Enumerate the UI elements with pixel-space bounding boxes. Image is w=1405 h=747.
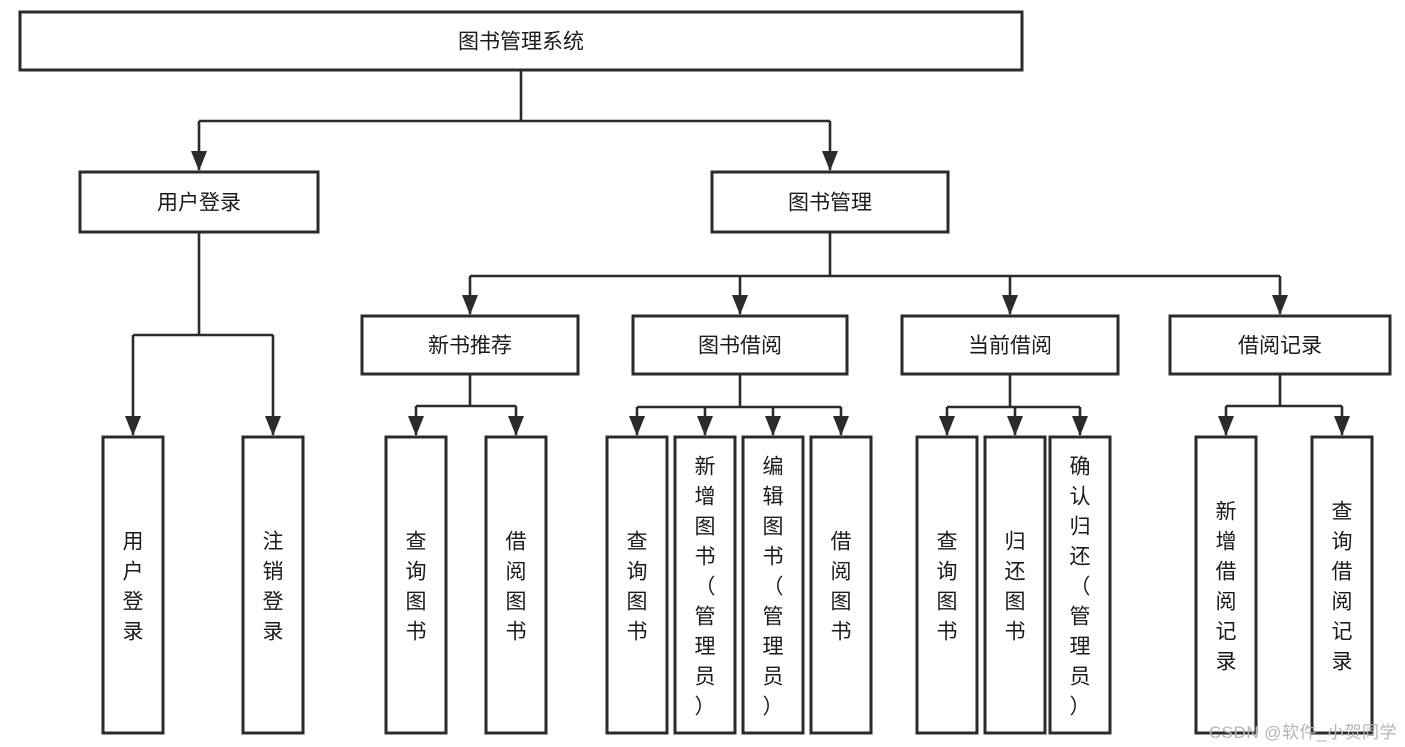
node-root[interactable]: 图书管理系统	[18, 10, 1024, 72]
node-box	[1194, 435, 1258, 735]
node-label: 查询图书	[937, 530, 958, 643]
node-box	[1168, 314, 1392, 376]
node-box	[101, 435, 165, 735]
node-label: 查询借阅记录	[1332, 500, 1353, 673]
node-box	[915, 435, 979, 735]
node-label: 查询图书	[406, 530, 427, 643]
node-leaf-add-book[interactable]: 新增图书（管理员）	[673, 435, 737, 735]
node-box	[673, 435, 737, 735]
node-label: 当前借阅	[968, 335, 1052, 358]
node-label: 新增借阅记录	[1216, 500, 1237, 673]
node-label: 用户登录	[157, 192, 241, 215]
node-box	[1048, 435, 1112, 735]
node-box	[78, 170, 320, 234]
node-box	[384, 435, 448, 735]
node-leaf-query-book-1[interactable]: 查询图书	[384, 435, 448, 735]
node-box	[741, 435, 805, 735]
nodes-layer: 图书管理系统用户登录图书管理新书推荐图书借阅当前借阅借阅记录用户登录注销登录查询…	[18, 10, 1392, 735]
node-box	[1310, 435, 1374, 735]
node-label: 确认归还（管理员）	[1070, 455, 1091, 718]
node-borrow-record[interactable]: 借阅记录	[1168, 314, 1392, 376]
node-current-borrow[interactable]: 当前借阅	[900, 314, 1120, 376]
node-label: 查询图书	[627, 530, 648, 643]
node-box	[605, 435, 669, 735]
node-box	[484, 435, 548, 735]
node-label: 用户登录	[123, 530, 144, 643]
node-box	[710, 170, 950, 234]
node-label: 编辑图书（管理员）	[763, 455, 784, 718]
node-label: 借阅图书	[831, 530, 852, 643]
node-box	[241, 435, 305, 735]
node-leaf-return-book[interactable]: 归还图书	[983, 435, 1047, 735]
node-box	[809, 435, 873, 735]
edges-layer	[125, 70, 1350, 436]
node-box	[18, 10, 1024, 72]
node-box	[631, 314, 849, 376]
node-label: 图书管理	[788, 192, 872, 215]
node-leaf-logout[interactable]: 注销登录	[241, 435, 305, 735]
node-leaf-user-login[interactable]: 用户登录	[101, 435, 165, 735]
node-leaf-borrow-book-2[interactable]: 借阅图书	[809, 435, 873, 735]
node-leaf-borrow-book-1[interactable]: 借阅图书	[484, 435, 548, 735]
node-label: 注销登录	[263, 530, 284, 643]
node-leaf-query-book-3[interactable]: 查询图书	[915, 435, 979, 735]
node-label: 图书管理系统	[458, 31, 584, 54]
node-leaf-confirm-return[interactable]: 确认归还（管理员）	[1048, 435, 1112, 735]
node-box	[900, 314, 1120, 376]
node-leaf-query-record[interactable]: 查询借阅记录	[1310, 435, 1374, 735]
node-box	[360, 314, 580, 376]
node-new-book-rec[interactable]: 新书推荐	[360, 314, 580, 376]
node-label: 归还图书	[1005, 530, 1026, 643]
node-book-borrow[interactable]: 图书借阅	[631, 314, 849, 376]
node-leaf-edit-book[interactable]: 编辑图书（管理员）	[741, 435, 805, 735]
node-box	[983, 435, 1047, 735]
node-label: 借阅图书	[506, 530, 527, 643]
node-user-login[interactable]: 用户登录	[78, 170, 320, 234]
node-book-manage[interactable]: 图书管理	[710, 170, 950, 234]
node-label: 图书借阅	[698, 335, 782, 358]
node-label: 借阅记录	[1238, 335, 1322, 358]
node-leaf-query-book-2[interactable]: 查询图书	[605, 435, 669, 735]
node-label: 新书推荐	[428, 335, 512, 358]
node-label: 新增图书（管理员）	[695, 455, 716, 718]
node-leaf-add-record[interactable]: 新增借阅记录	[1194, 435, 1258, 735]
